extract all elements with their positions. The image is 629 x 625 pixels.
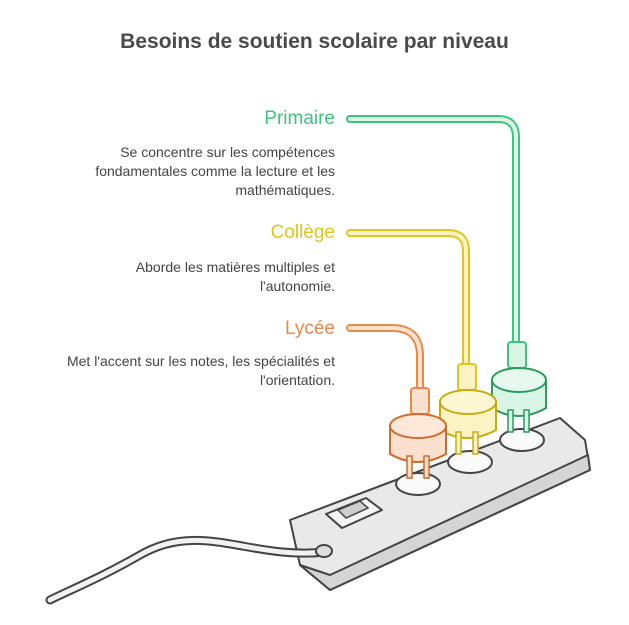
plug-icon [346, 115, 547, 433]
power-strip-icon [45, 417, 591, 605]
level-label-lycee: Lycée [285, 318, 335, 339]
level-description-lycee: Met l'accent sur les notes, les spéciali… [66, 353, 335, 388]
level-label-college: Collège [270, 222, 335, 243]
level-description-college: Aborde les matières multiples et l'auton… [135, 259, 335, 294]
plug-icon [346, 229, 497, 455]
plug-icon [346, 324, 447, 479]
switch-icon [325, 497, 383, 529]
level-description-primaire: Se concentre sur les compétences fondame… [95, 144, 335, 198]
level-label-primaire: Primaire [264, 108, 335, 129]
page-title: Besoins de soutien scolaire par niveau [120, 30, 509, 53]
